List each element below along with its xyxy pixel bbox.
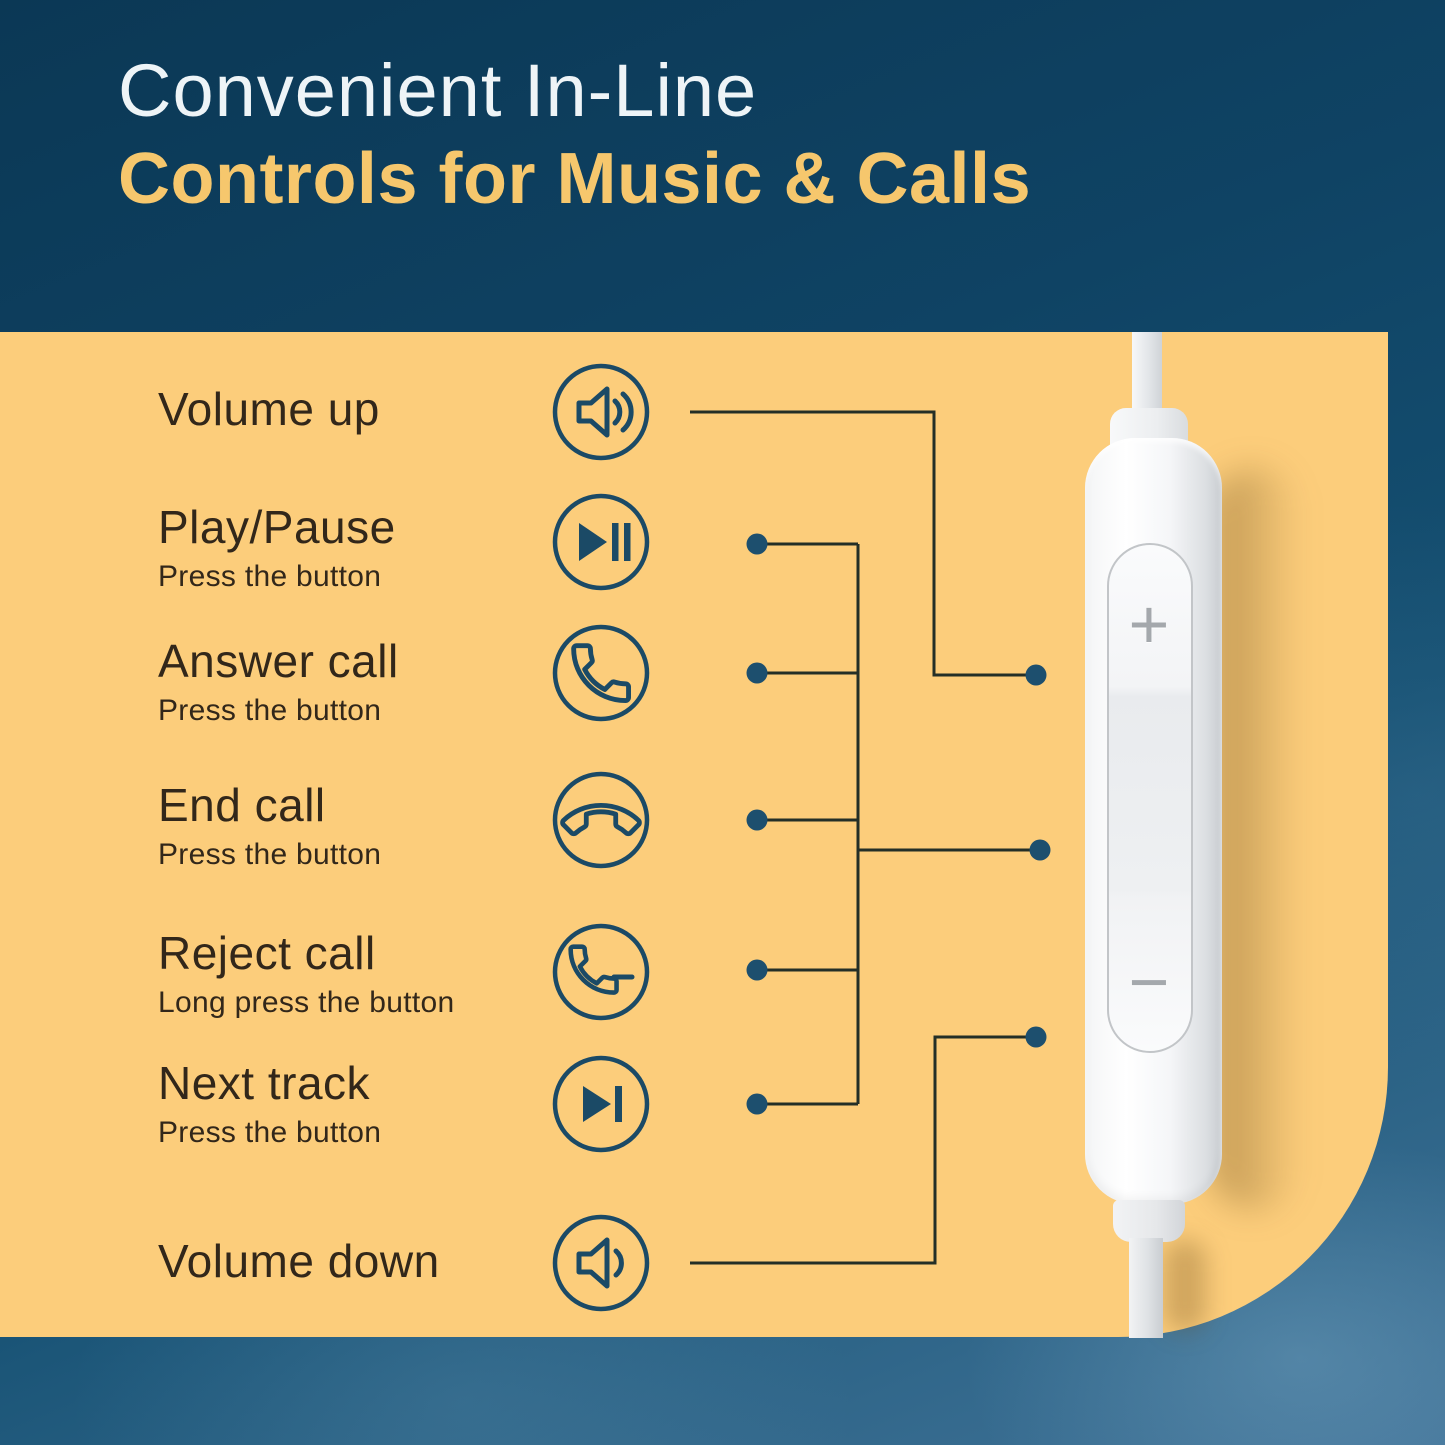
connector-volume-up: [690, 410, 1026, 677]
row-volume-up: Volume up: [158, 383, 380, 436]
cable-shadow: [1164, 1240, 1206, 1332]
remote-bottom-cap: [1113, 1200, 1185, 1242]
row-sublabel: Press the button: [158, 693, 382, 727]
wire-dot: [746, 533, 768, 555]
wire-dot-plus-button: [1025, 664, 1047, 686]
row-label: Play/Pause: [158, 501, 396, 553]
answer-call-icon: [552, 624, 650, 722]
wire-dot: [746, 662, 768, 684]
row-sublabel: Long press the button: [158, 985, 455, 1019]
volume-minus-button: −: [1128, 943, 1170, 1021]
wire-dot: [746, 809, 768, 831]
earphone-cable-bottom: [1129, 1238, 1163, 1338]
row-next-track: Next track Press the button: [158, 1057, 382, 1150]
row-end-call: End call Press the button: [158, 779, 382, 872]
row-volume-down: Volume down: [158, 1235, 440, 1288]
row-label: Volume up: [158, 383, 380, 435]
row-sublabel: Press the button: [158, 1115, 382, 1149]
page-title-line2: Controls for Music & Calls: [118, 139, 1032, 219]
row-label: End call: [158, 779, 326, 831]
wire-dot: [746, 959, 768, 981]
wire-dot-main-button: [1029, 839, 1051, 861]
row-sublabel: Press the button: [158, 559, 382, 593]
wire-dot-minus-button: [1025, 1026, 1047, 1048]
row-label: Answer call: [158, 635, 399, 687]
play-pause-icon: [552, 493, 650, 591]
volume-plus-button: +: [1128, 585, 1170, 663]
row-play-pause: Play/Pause Press the button: [158, 501, 396, 594]
next-track-icon: [552, 1055, 650, 1153]
row-reject-call: Reject call Long press the button: [158, 927, 455, 1020]
row-label: Volume down: [158, 1235, 440, 1287]
row-label: Next track: [158, 1057, 371, 1109]
end-call-icon: [552, 771, 650, 869]
row-sublabel: Press the button: [158, 837, 382, 871]
wire-dot: [746, 1093, 768, 1115]
remote-shadow: [1212, 468, 1298, 1210]
row-answer-call: Answer call Press the button: [158, 635, 399, 728]
connector-volume-down: [690, 1035, 1026, 1265]
page-title-line1: Convenient In-Line: [118, 49, 758, 132]
volume-up-icon: [552, 363, 650, 461]
remote-button-rocker: [1107, 543, 1193, 1053]
earphone-cable-top: [1132, 332, 1162, 418]
reject-call-icon: [552, 923, 650, 1021]
row-label: Reject call: [158, 927, 376, 979]
volume-down-icon: [552, 1214, 650, 1312]
